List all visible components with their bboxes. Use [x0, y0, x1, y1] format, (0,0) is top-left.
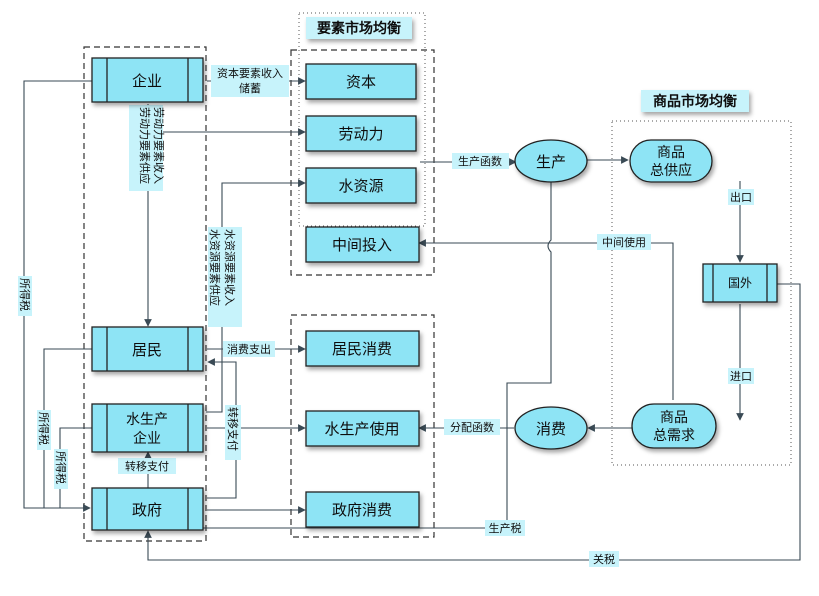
goods-supply-label-1: 商品 — [657, 145, 685, 161]
capital-income-label: 资本要素收入 — [217, 66, 283, 80]
foreign-node: 国外 — [702, 263, 778, 303]
consumption-label: 消费 — [536, 420, 566, 438]
goods-market-frame — [611, 120, 792, 466]
transfer-payment-label: 转移支付 — [125, 459, 169, 473]
goods-demand-label-2: 总需求 — [653, 428, 695, 444]
government-consumption-label: 政府消费 — [332, 501, 392, 519]
water-factor-income-label: 水资源要素收入 — [223, 229, 237, 306]
goods-market-header: 商品市场均衡 — [641, 90, 749, 112]
tariff-label: 关税 — [593, 552, 615, 566]
labor-label: 劳动力 — [338, 125, 383, 143]
capital-node: 资本 — [305, 63, 417, 100]
income-tax-label-3: 所得税 — [54, 451, 68, 484]
import-label: 进口 — [730, 370, 752, 383]
tariff-arrow — [144, 283, 801, 561]
production-node: 生产 — [514, 139, 588, 183]
resident-consumption-label: 居民消费 — [332, 340, 392, 358]
export-label: 出口 — [730, 190, 752, 204]
factor-market-title: 要素市场均衡 — [317, 20, 401, 37]
labor-node: 劳动力 — [305, 115, 417, 152]
enterprise-node: 企业 — [91, 57, 204, 103]
foreign-label: 国外 — [728, 276, 752, 290]
labor-supply-label: 劳动力要素供应 — [138, 107, 152, 184]
government-node: 政府 — [91, 487, 204, 531]
intermediate-input-label: 中间投入 — [332, 236, 392, 254]
water-production-use-node: 水生产使用 — [305, 410, 420, 447]
process-nodes: 生产 消费 商品 总供应 商品 总需求 — [514, 139, 717, 450]
distribution-function-label: 分配函数 — [450, 421, 494, 434]
production-function-label: 生产函数 — [458, 154, 502, 168]
water-resource-label: 水资源 — [338, 177, 383, 195]
intermediate-input-node: 中间投入 — [305, 226, 420, 263]
goods-demand-node: 商品 总需求 — [631, 403, 717, 449]
goods-demand-label-1: 商品 — [660, 410, 688, 426]
water-enterprise-label-1: 水生产 — [126, 412, 168, 428]
production-tax-label: 生产税 — [489, 521, 522, 535]
institution-nodes: 企业 居民 水生产 企业 政府 国外 — [91, 57, 778, 531]
goods-market-title: 商品市场均衡 — [653, 93, 737, 110]
consumption-node: 消费 — [514, 406, 588, 450]
production-label: 生产 — [536, 153, 566, 171]
consumption-spending-label: 消费支出 — [227, 342, 271, 356]
resident-label: 居民 — [132, 341, 162, 359]
enterprise-label: 企业 — [132, 72, 162, 90]
flow-labels: 资本要素收入 储蓄 劳动力要素供应 劳动力要素收入 所得税 水资源要素供应 水资… — [18, 65, 754, 567]
government-label: 政府 — [132, 501, 162, 519]
intermediate-use-arrow — [418, 239, 674, 400]
final-demand-frame — [290, 314, 435, 538]
resident-node: 居民 — [91, 326, 204, 372]
institutions-frame — [83, 46, 207, 542]
factor-market-header: 要素市场均衡 — [306, 17, 412, 39]
income-tax-resident-arrow — [43, 348, 92, 508]
account-boxes: 资本 劳动力 水资源 中间投入 居民消费 水生产使用 政府消费 — [305, 63, 420, 528]
water-factor-supply-label: 水资源要素供应 — [208, 229, 222, 306]
government-consumption-node: 政府消费 — [305, 491, 420, 528]
water-production-use-label: 水生产使用 — [324, 420, 399, 438]
intermediate-use-label: 中间使用 — [602, 236, 646, 249]
goods-supply-label-2: 总供应 — [650, 162, 692, 179]
income-tax-label-2: 所得税 — [37, 412, 51, 445]
goods-supply-node: 商品 总供应 — [629, 139, 713, 183]
capital-label: 资本 — [346, 73, 376, 91]
resident-consumption-node: 居民消费 — [305, 330, 420, 367]
water-resource-node: 水资源 — [305, 167, 417, 204]
water-enterprise-label-2: 企业 — [133, 430, 161, 447]
water-enterprise-node: 水生产 企业 — [91, 403, 204, 453]
savings-label: 储蓄 — [239, 81, 261, 95]
factor-market-dotted-frame — [298, 12, 426, 227]
transfer-payment-label-vertical: 转移支付 — [226, 407, 240, 451]
income-tax-label-1: 所得税 — [18, 278, 32, 311]
labor-income-label: 劳动力要素收入 — [152, 107, 166, 184]
production-tax-arrow — [163, 182, 552, 529]
income-tax-enterprise-arrow — [23, 80, 92, 512]
